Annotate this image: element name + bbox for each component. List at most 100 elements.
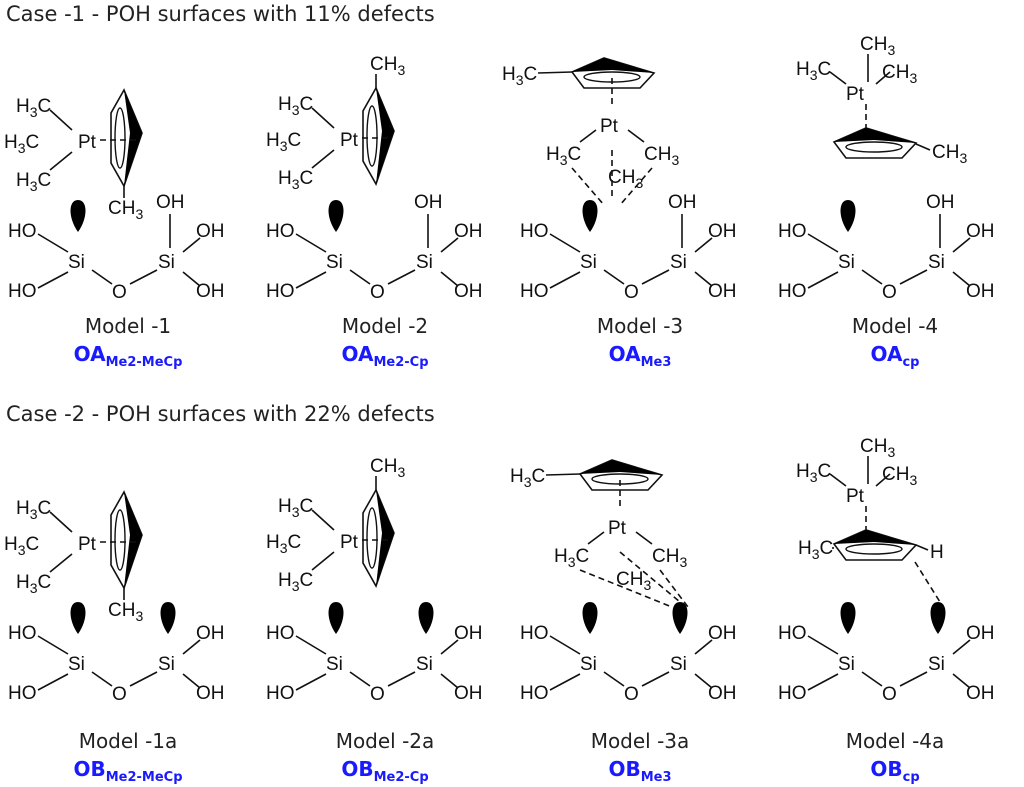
bond	[182, 639, 201, 655]
atom-label-me_right: CH3	[882, 62, 917, 86]
atom-label-si: Si	[838, 252, 855, 273]
atom-label-ho: HO	[8, 281, 37, 302]
atom-label-me_left: H3C	[4, 534, 39, 558]
dashed-bond	[619, 167, 653, 206]
bond	[635, 531, 653, 545]
bond	[694, 237, 713, 253]
bond	[537, 71, 573, 74]
bond	[311, 509, 335, 531]
atom-label-ho: HO	[8, 221, 37, 242]
bond	[807, 233, 839, 253]
cp-aromatic-ring	[366, 105, 378, 167]
bond	[952, 673, 971, 689]
atom-label-me_right: CH3	[108, 198, 143, 222]
model-label: Model -4a	[846, 729, 945, 753]
model-label: Model -4	[852, 314, 938, 338]
cp-ring	[832, 529, 918, 561]
model-code-main: OA	[871, 342, 903, 366]
bond	[349, 671, 371, 687]
model-code-subscript: Me2-MeCp	[106, 355, 183, 370]
bond	[915, 143, 931, 151]
bond	[37, 673, 69, 691]
bond	[440, 639, 459, 655]
atom-label-me_left: H3C	[278, 94, 313, 118]
bond	[861, 671, 883, 687]
atom-label-si: Si	[68, 654, 85, 675]
atom-label-oh: OH	[454, 623, 483, 644]
bond	[549, 635, 581, 655]
cp-ring-wedge	[580, 460, 662, 475]
atom-label-me_left: H3C	[546, 144, 581, 168]
bond	[91, 671, 113, 687]
model-code-subscript: Me2-MeCp	[106, 770, 183, 785]
atom-label-o: O	[624, 282, 639, 303]
bond	[952, 237, 971, 253]
model-label: Model -2a	[336, 729, 435, 753]
bond	[603, 671, 625, 687]
bond	[387, 269, 416, 285]
bond	[875, 71, 891, 85]
lone-pair-lobe	[328, 602, 344, 634]
atom-label-ho: HO	[266, 623, 295, 644]
bond	[603, 269, 625, 285]
atom-label-me_left: H3C	[798, 538, 833, 562]
atom-label-me_left: H3C	[554, 546, 589, 570]
bond	[952, 271, 971, 287]
case-2-title: Case -2 - POH surfaces with 22% defects	[6, 402, 435, 426]
atom-label-me_right: CH3	[608, 167, 643, 191]
atom-label-oh: OH	[454, 683, 483, 704]
model-code: OAcp	[871, 342, 920, 370]
atom-label-si: Si	[838, 654, 855, 675]
bond	[387, 671, 416, 687]
model-label: Model -1	[85, 314, 171, 338]
cp-ring-wedge	[124, 492, 142, 588]
model-label: Model -2	[342, 314, 428, 338]
atom-label-me_left: H3C	[16, 96, 51, 120]
atom-label-me_left: H3C	[266, 532, 301, 556]
atom-label-si: Si	[580, 252, 597, 273]
lone-pair-lobe	[160, 602, 176, 634]
atom-label-ho: HO	[778, 221, 807, 242]
bond	[915, 544, 929, 551]
cp-aromatic-ring	[845, 141, 903, 153]
dashed-bond	[619, 551, 681, 603]
atom-label-si: Si	[670, 252, 687, 273]
bond	[129, 269, 158, 285]
atom-label-ho: HO	[266, 281, 295, 302]
bond	[182, 237, 201, 253]
atom-label-me_left: H3C	[278, 496, 313, 520]
cp-ring-wedge	[376, 88, 394, 184]
atom-label-si: Si	[158, 252, 175, 273]
model-label: Model -3	[597, 314, 683, 338]
model-code: OAMe2-Cp	[342, 342, 429, 370]
cp-aromatic-ring	[845, 543, 903, 555]
atom-label-pt: Pt	[340, 532, 359, 553]
model-code-main: OB	[341, 757, 373, 781]
atom-label-ho: HO	[520, 221, 549, 242]
atom-label-ho: HO	[8, 623, 37, 644]
bond	[49, 511, 73, 533]
cp-aromatic-ring	[366, 507, 378, 569]
cp-ring	[362, 488, 395, 588]
bond	[49, 151, 73, 171]
atom-label-me_right: CH3	[860, 34, 895, 58]
atom-label-me_left: H3C	[796, 461, 831, 485]
atom-label-oh: OH	[196, 623, 225, 644]
atom-label-me_right: CH3	[932, 142, 967, 166]
cp-ring-wedge	[834, 128, 916, 143]
atom-label-si: Si	[326, 252, 343, 273]
atom-label-si: Si	[580, 654, 597, 675]
bond	[349, 269, 371, 285]
atom-label-me_left: H3C	[16, 572, 51, 596]
atom-label-o: O	[370, 282, 385, 303]
atom-label-me_right: CH3	[860, 436, 895, 460]
atom-label-o: O	[370, 684, 385, 705]
model-label: Model -1a	[79, 729, 178, 753]
atom-label-me_right: CH3	[882, 464, 917, 488]
atom-label-oh: OH	[708, 281, 737, 302]
